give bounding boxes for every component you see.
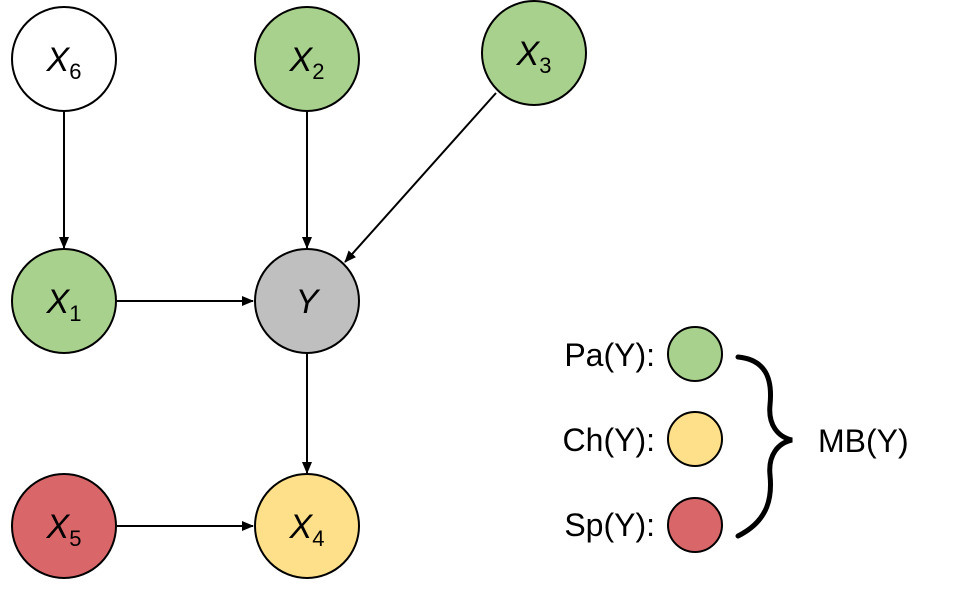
svg-text:X6: X6 <box>46 41 82 84</box>
legend-swatch-spouses <box>667 497 723 553</box>
svg-text:X1: X1 <box>46 283 82 326</box>
svg-text:X4: X4 <box>289 508 325 551</box>
legend-swatch-parents <box>667 326 723 382</box>
legend: Pa(Y): Ch(Y): Sp(Y): MB(Y) <box>563 326 909 553</box>
node-x6: X6 <box>11 6 117 112</box>
node-y: Y <box>254 248 360 354</box>
node-x3: X3 <box>481 0 587 106</box>
node-x2: X2 <box>254 6 360 112</box>
node-x5: X5 <box>11 473 117 579</box>
node-x4: X4 <box>254 473 360 579</box>
node-x1: X1 <box>11 248 117 354</box>
legend-label-spouses: Sp(Y): <box>564 507 655 543</box>
svg-text:Y: Y <box>296 283 321 321</box>
edge-x3-y <box>344 92 497 263</box>
legend-label-parents: Pa(Y): <box>564 337 655 373</box>
legend-label-children: Ch(Y): <box>563 422 655 458</box>
legend-swatch-children <box>667 411 723 467</box>
svg-text:X5: X5 <box>46 508 82 551</box>
markov-blanket-brace <box>735 354 793 539</box>
svg-text:X2: X2 <box>289 41 325 84</box>
markov-blanket-label: MB(Y) <box>818 423 909 459</box>
svg-text:X3: X3 <box>516 35 552 78</box>
